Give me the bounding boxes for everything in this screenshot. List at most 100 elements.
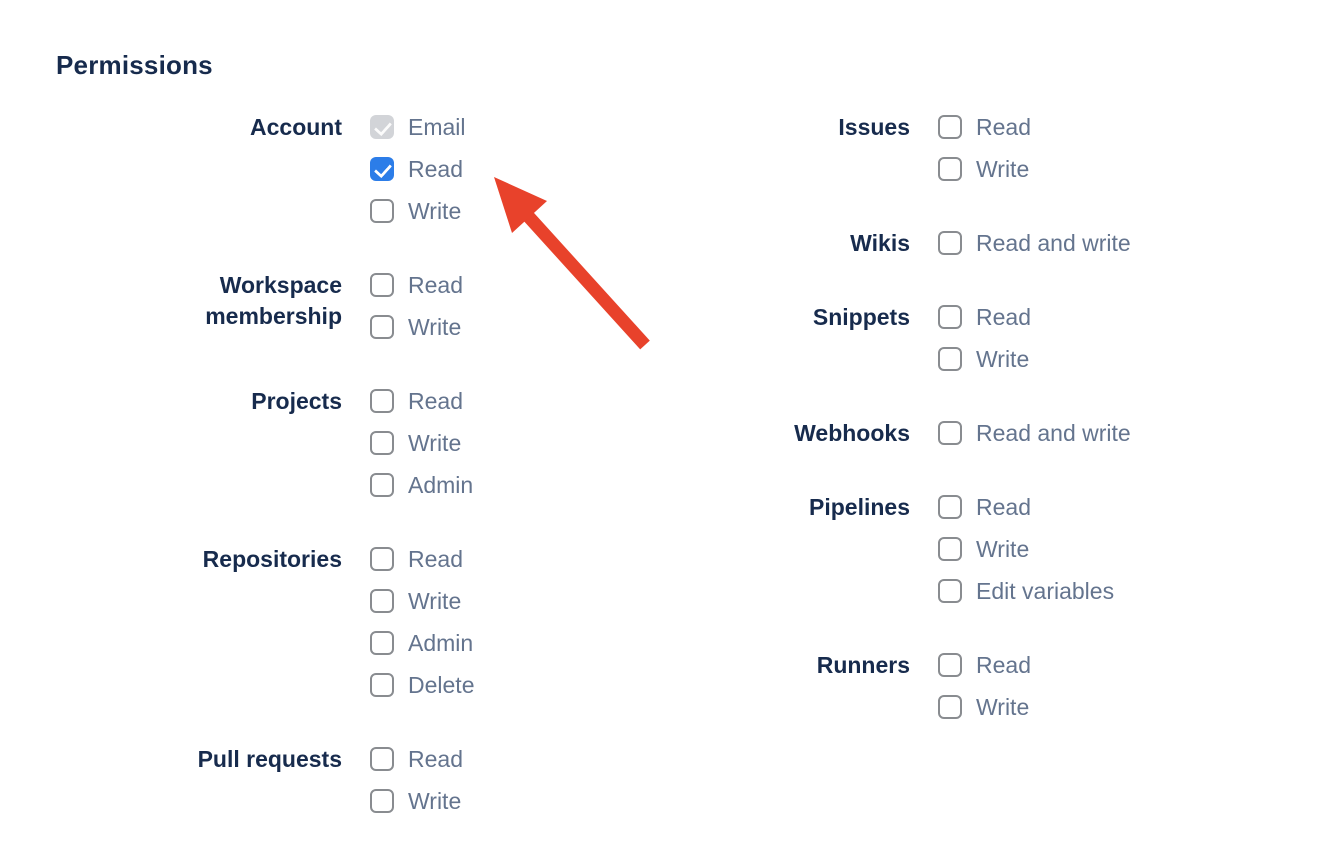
snippets-write-checkbox[interactable] xyxy=(938,347,962,371)
option-row: Read xyxy=(370,738,463,780)
option-row: Write xyxy=(370,580,474,622)
option-row: Email xyxy=(370,106,466,148)
permissions-column-left: Account Email Read Write Workspace membe… xyxy=(56,106,475,854)
group-options: Read Write Admin xyxy=(370,380,473,506)
permission-group: Webhooks Read and write xyxy=(710,412,1131,454)
option-row: Read xyxy=(370,148,466,190)
pull-requests-write-label[interactable]: Write xyxy=(408,787,462,814)
permission-group: Snippets Read Write xyxy=(710,296,1131,380)
issues-write-label[interactable]: Write xyxy=(976,155,1030,182)
pull-requests-read-label[interactable]: Read xyxy=(408,745,463,772)
group-options: Read Write xyxy=(370,264,463,348)
option-row: Read xyxy=(938,486,1114,528)
workspace-membership-write-label[interactable]: Write xyxy=(408,313,462,340)
projects-read-checkbox[interactable] xyxy=(370,389,394,413)
option-row: Admin xyxy=(370,464,473,506)
option-row: Delete xyxy=(370,664,474,706)
projects-read-label[interactable]: Read xyxy=(408,387,463,414)
issues-read-checkbox[interactable] xyxy=(938,115,962,139)
issues-write-checkbox[interactable] xyxy=(938,157,962,181)
permission-group: Pipelines Read Write Edit variables xyxy=(710,486,1131,612)
permission-group: Wikis Read and write xyxy=(710,222,1131,264)
option-row: Write xyxy=(938,686,1031,728)
page-title: Permissions xyxy=(56,50,213,80)
wikis-read-and-write-label[interactable]: Read and write xyxy=(976,229,1131,256)
wikis-read-and-write-checkbox[interactable] xyxy=(938,231,962,255)
option-row: Read xyxy=(938,296,1031,338)
option-row: Write xyxy=(938,528,1114,570)
projects-write-checkbox[interactable] xyxy=(370,431,394,455)
workspace-membership-read-label[interactable]: Read xyxy=(408,271,463,298)
snippets-read-label[interactable]: Read xyxy=(976,303,1031,330)
pipelines-read-checkbox[interactable] xyxy=(938,495,962,519)
option-row: Write xyxy=(938,148,1031,190)
permission-group: Pull requests Read Write xyxy=(56,738,474,822)
group-label-account: Account xyxy=(250,114,342,140)
group-label-projects: Projects xyxy=(251,388,342,414)
permission-group: Issues Read Write xyxy=(710,106,1131,190)
option-row: Read xyxy=(938,644,1031,686)
option-row: Write xyxy=(370,306,463,348)
repositories-write-label[interactable]: Write xyxy=(408,587,462,614)
webhooks-read-and-write-label[interactable]: Read and write xyxy=(976,419,1131,446)
option-row: Read and write xyxy=(938,222,1131,264)
group-label-repositories: Repositories xyxy=(202,546,342,572)
option-row: Write xyxy=(938,338,1031,380)
group-label-pipelines: Pipelines xyxy=(809,494,910,520)
repositories-write-checkbox[interactable] xyxy=(370,589,394,613)
group-options: Read Write xyxy=(938,644,1031,728)
workspace-membership-read-checkbox[interactable] xyxy=(370,273,394,297)
runners-write-label[interactable]: Write xyxy=(976,693,1030,720)
pipelines-write-label[interactable]: Write xyxy=(976,535,1030,562)
projects-admin-checkbox[interactable] xyxy=(370,473,394,497)
repositories-read-label[interactable]: Read xyxy=(408,545,463,572)
option-row: Read xyxy=(370,380,473,422)
option-row: Admin xyxy=(370,622,474,664)
pull-requests-read-checkbox[interactable] xyxy=(370,747,394,771)
pull-requests-write-checkbox[interactable] xyxy=(370,789,394,813)
pipelines-edit-variables-checkbox[interactable] xyxy=(938,579,962,603)
group-options: Read Write xyxy=(938,106,1031,190)
repositories-delete-label[interactable]: Delete xyxy=(408,671,475,698)
option-row: Read xyxy=(938,106,1031,148)
group-options: Read and write xyxy=(938,412,1131,454)
group-options: Read Write xyxy=(938,296,1031,380)
pipelines-write-checkbox[interactable] xyxy=(938,537,962,561)
group-label-wikis: Wikis xyxy=(850,230,910,256)
projects-write-label[interactable]: Write xyxy=(408,429,462,456)
snippets-write-label[interactable]: Write xyxy=(976,345,1030,372)
permission-group: Runners Read Write xyxy=(710,644,1131,728)
group-label-snippets: Snippets xyxy=(812,304,910,330)
pipelines-edit-variables-label[interactable]: Edit variables xyxy=(976,577,1115,604)
option-row: Read and write xyxy=(938,412,1131,454)
runners-read-checkbox[interactable] xyxy=(938,653,962,677)
group-options: Read Write xyxy=(370,738,463,822)
workspace-membership-write-checkbox[interactable] xyxy=(370,315,394,339)
account-email-checkbox xyxy=(370,115,394,139)
runners-write-checkbox[interactable] xyxy=(938,695,962,719)
account-read-checkbox[interactable] xyxy=(370,157,394,181)
permission-group: Projects Read Write Admin xyxy=(56,380,474,506)
option-row: Read xyxy=(370,538,474,580)
webhooks-read-and-write-checkbox[interactable] xyxy=(938,421,962,445)
pipelines-read-label[interactable]: Read xyxy=(976,493,1031,520)
account-write-checkbox[interactable] xyxy=(370,199,394,223)
repositories-delete-checkbox[interactable] xyxy=(370,673,394,697)
repositories-read-checkbox[interactable] xyxy=(370,547,394,571)
projects-admin-label[interactable]: Admin xyxy=(408,471,474,498)
option-row: Edit variables xyxy=(938,570,1114,612)
issues-read-label[interactable]: Read xyxy=(976,113,1031,140)
snippets-read-checkbox[interactable] xyxy=(938,305,962,329)
repositories-admin-label[interactable]: Admin xyxy=(408,629,474,656)
runners-read-label[interactable]: Read xyxy=(976,651,1031,678)
permission-group: Account Email Read Write xyxy=(56,106,474,232)
option-row: Write xyxy=(370,190,466,232)
account-write-label[interactable]: Write xyxy=(408,197,462,224)
group-label-webhooks: Webhooks xyxy=(794,420,910,446)
account-read-label[interactable]: Read xyxy=(408,155,463,182)
option-row: Read xyxy=(370,264,463,306)
permissions-column-right: Issues Read Write Wikis Read and write S… xyxy=(710,106,1131,760)
repositories-admin-checkbox[interactable] xyxy=(370,631,394,655)
group-label-runners: Runners xyxy=(816,652,910,678)
group-label-issues: Issues xyxy=(838,114,910,140)
